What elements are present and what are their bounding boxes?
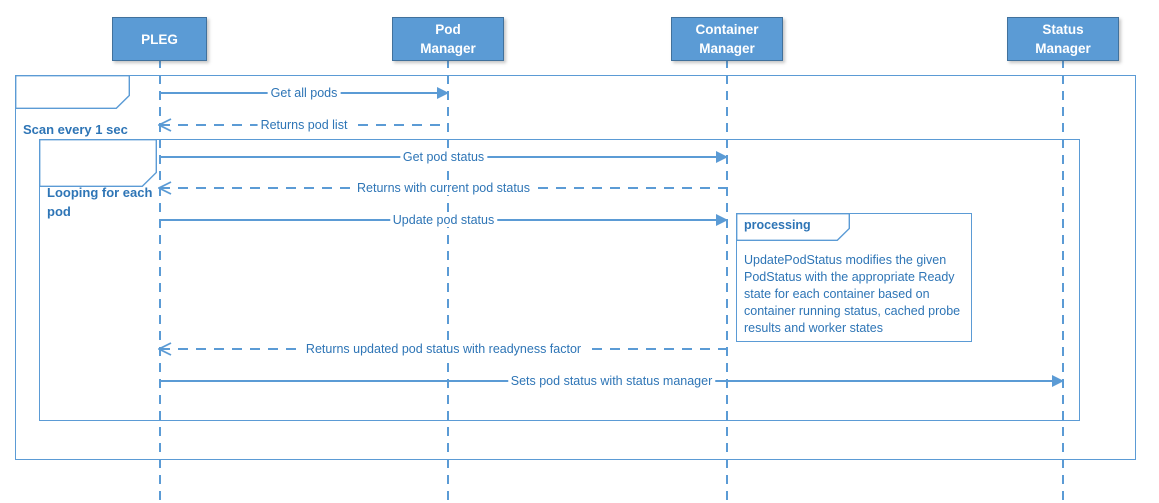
note-label: processing [736, 213, 850, 241]
message-sets-pod-status: Sets pod status with status manager [160, 374, 1064, 388]
actor-pleg: PLEG [112, 17, 207, 61]
arrowhead-solid-icon [716, 214, 728, 226]
note-body: UpdatePodStatus modifies the given PodSt… [744, 253, 961, 335]
message-get-all-pods: Get all pods [160, 86, 449, 100]
frame-label-text: Scan every 1 sec [23, 122, 128, 137]
message-label: Returns with current pod status [354, 181, 533, 195]
arrowhead-open-icon [158, 118, 172, 132]
message-returns-updated-pod-status: Returns updated pod status with readynes… [158, 342, 727, 356]
lifeline-status-manager [1062, 59, 1064, 503]
actor-status-manager: Status Manager [1007, 17, 1119, 61]
arrowhead-solid-icon [437, 87, 449, 99]
arrowhead-solid-icon [1052, 375, 1064, 387]
lifeline-pod-manager [447, 59, 449, 503]
arrowhead-open-icon [158, 342, 172, 356]
frame-looping-for-each-pod [39, 139, 1080, 421]
message-returns-pod-list: Returns pod list [158, 118, 448, 132]
arrowhead-open-icon [158, 181, 172, 195]
lifeline-pleg [159, 59, 161, 503]
note-label-pentagon [736, 213, 850, 241]
arrowhead-solid-icon [716, 151, 728, 163]
message-label: Update pod status [389, 213, 498, 227]
frame-label-looping-for-each-pod: Looping for each pod [39, 139, 157, 219]
message-label: Returns updated pod status with readynes… [302, 342, 585, 356]
frame-label-pentagon [39, 139, 157, 187]
frame-label-text: Looping for each pod [47, 185, 153, 219]
message-label: Returns pod list [257, 118, 351, 132]
message-get-pod-status: Get pod status [160, 150, 728, 164]
frame-label-pentagon [15, 75, 130, 109]
note-processing: processing UpdatePodStatus modifies the … [736, 213, 972, 342]
message-label: Sets pod status with status manager [507, 374, 716, 388]
note-title: processing [744, 218, 811, 232]
actor-container-manager: Container Manager [671, 17, 783, 61]
message-label: Get all pods [267, 86, 341, 100]
message-label: Get pod status [399, 150, 488, 164]
frame-scan-every-1-sec [15, 75, 1136, 460]
message-update-pod-status: Update pod status [160, 213, 728, 227]
frame-label-scan-every-1-sec: Scan every 1 sec [15, 75, 130, 137]
message-returns-with-current-pod-status: Returns with current pod status [158, 181, 727, 195]
lifeline-container-manager [726, 59, 728, 503]
actor-pod-manager: Pod Manager [392, 17, 504, 61]
